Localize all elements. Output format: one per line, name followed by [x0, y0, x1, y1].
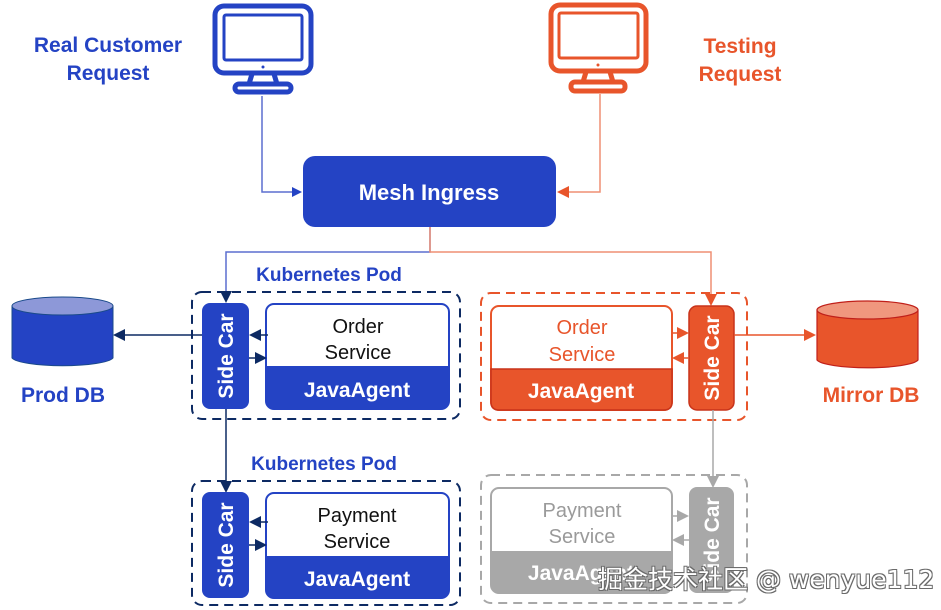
real-customer-label-line2: Request	[67, 62, 150, 85]
service-name-line1: Order	[332, 316, 383, 338]
sidecar-order-prod: Side Car	[202, 303, 249, 409]
javaagent-label: JavaAgent	[304, 379, 410, 402]
pod-title: Kubernetes Pod	[251, 454, 397, 475]
kubernetes-pod-payment-prod	[191, 480, 461, 606]
monitor-icon	[548, 2, 649, 94]
sidecar-payment-prod: Side Car	[202, 492, 249, 598]
service-name-line1: Payment	[543, 500, 622, 522]
service-name-line1: Payment	[318, 505, 397, 527]
javaagent-label: JavaAgent	[528, 380, 634, 403]
sidecar-payment-mirror: Side Car	[689, 487, 734, 593]
watermark: 掘金技术社区 @ wenyue112	[598, 565, 935, 594]
prod-db-label: Prod DB	[21, 384, 105, 407]
payment-service-mirror: Payment Service JavaAgent	[490, 487, 673, 594]
mesh-ingress-label: Mesh Ingress	[359, 180, 500, 205]
sidecar-label: Side Car	[215, 313, 238, 398]
sidecar-label: Side Car	[701, 497, 724, 582]
service-name-line2: Service	[549, 526, 616, 548]
mirror-db-cylinder	[816, 300, 919, 369]
mesh-ingress-node: Mesh Ingress	[303, 156, 556, 227]
ingress-to-mirror-connector	[429, 227, 717, 306]
javaagent-label: JavaAgent	[304, 568, 410, 591]
testing-label-line1: Testing	[703, 35, 776, 58]
real-request-connector	[261, 96, 302, 197]
testing-request-connector	[557, 94, 601, 198]
payment-service-prod: Payment Service JavaAgent	[265, 492, 450, 599]
monitor-icon	[212, 3, 314, 95]
service-name-line1: Order	[556, 317, 607, 339]
sidecar-label: Side Car	[215, 502, 238, 587]
ingress-to-prod-connector	[220, 227, 431, 303]
prod-db-cylinder	[11, 296, 114, 367]
order-service-mirror: Order Service JavaAgent	[490, 305, 673, 411]
real-customer-label-line1: Real Customer	[34, 34, 182, 57]
sidecar-order-mirror: Side Car	[688, 305, 735, 411]
javaagent-label: JavaAgent	[528, 562, 634, 585]
kubernetes-pod-order-prod	[191, 291, 461, 420]
service-name-line2: Service	[324, 531, 391, 553]
testing-label-line2: Request	[699, 63, 782, 86]
mirror-db-label: Mirror DB	[823, 384, 920, 407]
sidecar-label: Side Car	[701, 315, 724, 400]
order-service-prod: Order Service JavaAgent	[265, 303, 450, 410]
pod-title: Kubernetes Pod	[256, 265, 402, 286]
service-name-line2: Service	[325, 342, 392, 364]
service-name-line2: Service	[549, 344, 616, 366]
kubernetes-pod-payment-mirror	[480, 474, 748, 604]
kubernetes-pod-order-mirror	[480, 292, 748, 421]
